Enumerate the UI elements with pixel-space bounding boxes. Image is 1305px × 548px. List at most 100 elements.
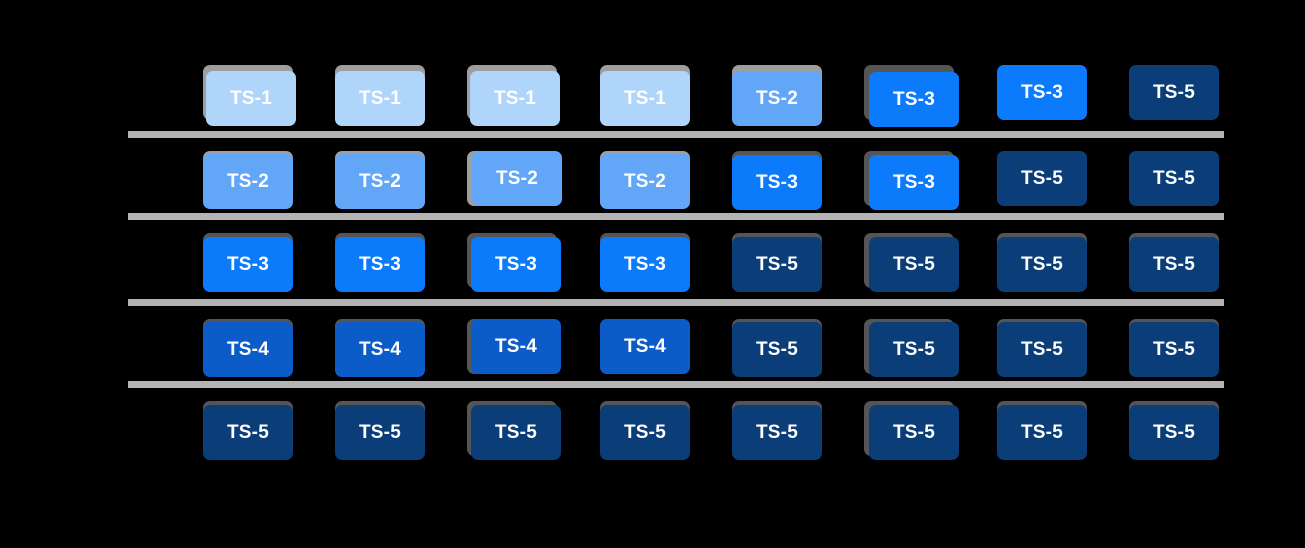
grid-cell: TS-5 bbox=[997, 151, 1087, 206]
ts-badge-label: TS-5 bbox=[1153, 254, 1195, 275]
ts-badge[interactable]: TS-1 bbox=[600, 71, 690, 126]
ts-badge[interactable]: TS-3 bbox=[869, 155, 959, 210]
grid-cell: TS-3 bbox=[732, 151, 822, 210]
grid-cell: TS-3 bbox=[203, 233, 293, 292]
ts-badge-label: TS-2 bbox=[624, 171, 666, 192]
ts-badge-label: TS-5 bbox=[359, 422, 401, 443]
ts-badge-label: TS-5 bbox=[1021, 254, 1063, 275]
ts-badge[interactable]: TS-5 bbox=[471, 405, 561, 460]
ts-badge[interactable]: TS-5 bbox=[1129, 322, 1219, 377]
ts-badge-label: TS-1 bbox=[494, 88, 536, 109]
ts-badge[interactable]: TS-5 bbox=[1129, 151, 1219, 206]
ts-badge[interactable]: TS-3 bbox=[471, 237, 561, 292]
ts-badge[interactable]: TS-4 bbox=[203, 322, 293, 377]
ts-badge[interactable]: TS-5 bbox=[600, 405, 690, 460]
ts-badge-label: TS-3 bbox=[1021, 82, 1063, 103]
grid-cell: TS-1 bbox=[600, 65, 690, 126]
ts-badge[interactable]: TS-5 bbox=[997, 405, 1087, 460]
ts-badge[interactable]: TS-2 bbox=[732, 71, 822, 126]
ts-badge-label: TS-5 bbox=[1153, 82, 1195, 103]
ts-badge-label: TS-4 bbox=[624, 336, 666, 357]
separator-3 bbox=[128, 299, 1224, 306]
separator-2 bbox=[128, 213, 1224, 220]
ts-badge[interactable]: TS-4 bbox=[471, 319, 561, 374]
ts-badge[interactable]: TS-3 bbox=[600, 237, 690, 292]
grid-cell: TS-4 bbox=[203, 319, 293, 377]
ts-badge[interactable]: TS-5 bbox=[997, 322, 1087, 377]
grid-cell: TS-5 bbox=[1129, 319, 1219, 377]
separator-1 bbox=[128, 131, 1224, 138]
ts-badge[interactable]: TS-5 bbox=[1129, 237, 1219, 292]
grid-cell: TS-5 bbox=[864, 319, 959, 377]
ts-badge[interactable]: TS-5 bbox=[997, 237, 1087, 292]
grid-cell: TS-3 bbox=[335, 233, 425, 292]
ts-badge[interactable]: TS-1 bbox=[206, 71, 296, 126]
ts-badge[interactable]: TS-5 bbox=[732, 237, 822, 292]
ts-badge[interactable]: TS-5 bbox=[869, 237, 959, 292]
grid-cell: TS-3 bbox=[864, 65, 959, 127]
ts-badge[interactable]: TS-3 bbox=[732, 155, 822, 210]
ts-badge-label: TS-5 bbox=[1153, 422, 1195, 443]
grid-cell: TS-5 bbox=[203, 401, 293, 460]
ts-badge[interactable]: TS-2 bbox=[472, 151, 562, 206]
ts-badge-label: TS-5 bbox=[624, 422, 666, 443]
grid-cell: TS-3 bbox=[864, 151, 959, 210]
grid-cell: TS-5 bbox=[732, 319, 822, 377]
grid-cell: TS-5 bbox=[600, 401, 690, 460]
grid-cell: TS-5 bbox=[335, 401, 425, 460]
ts-badge-label: TS-2 bbox=[496, 168, 538, 189]
grid-cell: TS-5 bbox=[1129, 65, 1219, 120]
grid-cell: TS-4 bbox=[600, 319, 690, 374]
ts-badge-label: TS-3 bbox=[227, 254, 269, 275]
ts-badge-label: TS-5 bbox=[495, 422, 537, 443]
ts-badge-label: TS-1 bbox=[230, 88, 272, 109]
ts-badge[interactable]: TS-5 bbox=[1129, 405, 1219, 460]
ts-badge-label: TS-5 bbox=[1021, 339, 1063, 360]
ts-badge[interactable]: TS-1 bbox=[335, 71, 425, 126]
ts-badge-label: TS-5 bbox=[1021, 168, 1063, 189]
ts-badge[interactable]: TS-3 bbox=[335, 237, 425, 292]
ts-badge-label: TS-3 bbox=[893, 172, 935, 193]
grid-cell: TS-5 bbox=[467, 401, 561, 460]
grid-cell: TS-2 bbox=[600, 151, 690, 209]
ts-badge[interactable]: TS-5 bbox=[732, 405, 822, 460]
grid-cell: TS-5 bbox=[1129, 233, 1219, 292]
grid-cell: TS-5 bbox=[997, 319, 1087, 377]
grid-cell: TS-1 bbox=[467, 65, 560, 126]
ts-badge[interactable]: TS-1 bbox=[470, 71, 560, 126]
ts-badge[interactable]: TS-5 bbox=[335, 405, 425, 460]
ts-badge-label: TS-4 bbox=[359, 339, 401, 360]
grid-cell: TS-5 bbox=[732, 401, 822, 460]
ts-badge[interactable]: TS-2 bbox=[335, 154, 425, 209]
ts-badge[interactable]: TS-5 bbox=[732, 322, 822, 377]
ts-badge-label: TS-1 bbox=[624, 88, 666, 109]
ts-badge[interactable]: TS-3 bbox=[869, 72, 959, 127]
ts-badge-label: TS-2 bbox=[756, 88, 798, 109]
ts-badge-label: TS-3 bbox=[893, 89, 935, 110]
ts-badge[interactable]: TS-5 bbox=[869, 322, 959, 377]
grid-cell: TS-5 bbox=[1129, 401, 1219, 460]
ts-badge-label: TS-4 bbox=[495, 336, 537, 357]
ts-badge-label: TS-3 bbox=[495, 254, 537, 275]
grid-cell: TS-1 bbox=[335, 65, 425, 126]
ts-badge-label: TS-5 bbox=[1153, 168, 1195, 189]
ts-badge[interactable]: TS-2 bbox=[203, 154, 293, 209]
ts-badge[interactable]: TS-5 bbox=[869, 405, 959, 460]
grid-cell: TS-5 bbox=[864, 401, 959, 460]
ts-badge-label: TS-5 bbox=[1153, 339, 1195, 360]
ts-badge-label: TS-3 bbox=[624, 254, 666, 275]
ts-badge[interactable]: TS-5 bbox=[997, 151, 1087, 206]
ts-badge[interactable]: TS-2 bbox=[600, 154, 690, 209]
ts-badge-label: TS-5 bbox=[1021, 422, 1063, 443]
ts-badge[interactable]: TS-5 bbox=[203, 405, 293, 460]
ts-badge[interactable]: TS-5 bbox=[1129, 65, 1219, 120]
grid-cell: TS-5 bbox=[732, 233, 822, 292]
ts-badge-label: TS-5 bbox=[893, 254, 935, 275]
grid-cell: TS-4 bbox=[467, 319, 561, 374]
ts-badge-label: TS-3 bbox=[756, 172, 798, 193]
ts-badge[interactable]: TS-4 bbox=[335, 322, 425, 377]
ts-badge[interactable]: TS-4 bbox=[600, 319, 690, 374]
ts-badge[interactable]: TS-3 bbox=[997, 65, 1087, 120]
ts-badge[interactable]: TS-3 bbox=[203, 237, 293, 292]
